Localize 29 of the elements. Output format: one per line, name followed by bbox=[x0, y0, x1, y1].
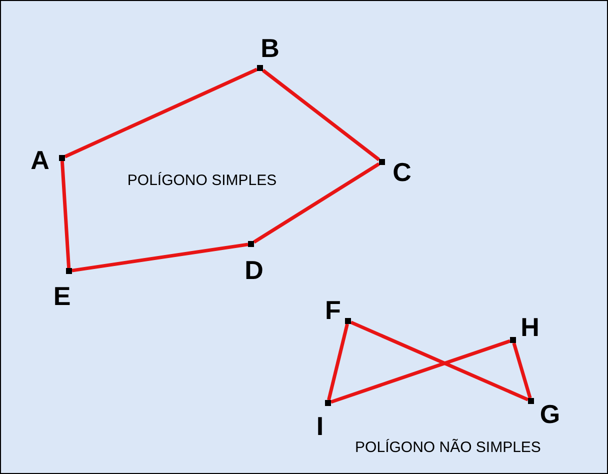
polygon-side bbox=[512, 342, 532, 398]
vertex-point bbox=[325, 400, 331, 406]
polygon-side bbox=[327, 324, 349, 400]
polygon-caption: POLÍGONO NÃO SIMPLES bbox=[355, 438, 541, 458]
vertex-label: H bbox=[520, 314, 540, 340]
vertex-point bbox=[257, 65, 263, 71]
vertex-label: C bbox=[392, 159, 412, 185]
polygon-caption: POLÍGONO SIMPLES bbox=[127, 170, 277, 191]
vertex-label: G bbox=[540, 401, 560, 427]
polygon-side bbox=[64, 68, 258, 158]
polygon-side bbox=[330, 339, 511, 404]
vertex-label: E bbox=[53, 283, 71, 309]
vertex-label: A bbox=[30, 147, 50, 173]
vertex-point bbox=[510, 337, 516, 343]
vertex-point bbox=[66, 268, 72, 274]
vertex-point bbox=[248, 241, 254, 247]
vertex-label: D bbox=[244, 257, 264, 283]
vertex-point bbox=[528, 398, 534, 404]
polygon-side bbox=[60, 160, 71, 268]
vertex-label: F bbox=[325, 297, 341, 323]
polygon-side bbox=[253, 162, 380, 244]
polygon-side bbox=[262, 68, 380, 162]
vertex-point bbox=[345, 318, 351, 324]
vertex-label: B bbox=[260, 35, 280, 61]
vertex-label: I bbox=[316, 413, 324, 439]
vertex-point bbox=[59, 155, 65, 161]
vertex-point bbox=[379, 159, 385, 165]
polygon-side bbox=[72, 242, 248, 272]
polygon-side bbox=[350, 320, 529, 402]
